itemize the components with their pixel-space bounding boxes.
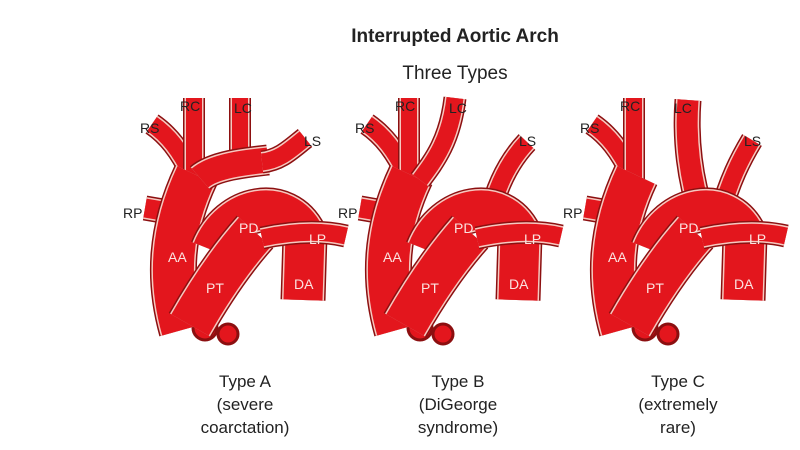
diagram-subtitle: Three Types [402,63,508,84]
pulmonary-trunk [168,215,274,338]
type-b-name: Type B [431,372,485,391]
type-c-desc2: rare) [660,418,696,437]
left-pulmonary-artery [699,220,789,250]
label-rp: RP [563,205,582,221]
left-carotid-artery [410,96,467,187]
label-pd: PD [679,220,698,236]
label-aa: AA [168,249,187,265]
pulmonary-trunk [608,215,714,338]
label-ls: LS [304,133,321,149]
label-da: DA [734,276,754,292]
pulmonary-trunk [383,215,489,338]
aortic-arch [189,144,270,191]
label-lp: LP [749,231,766,247]
type-b-desc2: syndrome) [417,418,499,437]
type-b-desc1: (DiGeorge [418,395,498,414]
label-lp: LP [309,231,326,247]
label-da: DA [509,276,529,292]
heart-type-c: RS RC LC LS RP AA PD LP PT DA [563,98,789,346]
label-rs: RS [140,120,159,136]
label-pt: PT [646,280,664,296]
label-rp: RP [338,205,357,221]
type-c-desc1: (extremely [638,395,718,414]
label-rc: RC [180,98,200,114]
ventricle-lobe [656,322,680,346]
ventricle-lobe [431,322,455,346]
type-a-name: Type A [219,372,271,391]
label-aa: AA [383,249,402,265]
label-aa: AA [608,249,627,265]
label-da: DA [294,276,314,292]
label-pt: PT [421,280,439,296]
diagram-title: Interrupted Aortic Arch [351,26,559,47]
type-a-desc2: coarctation) [200,418,290,437]
heart-type-a: RS RC LC LS RP AA PD LP PT DA [123,98,349,346]
label-lp: LP [524,231,541,247]
label-ls: LS [744,133,761,149]
label-lc: LC [449,100,467,116]
heart-type-b: RS RC LC LS RP AA PD LP PT DA [338,96,564,346]
label-rc: RC [620,98,640,114]
label-pd: PD [454,220,473,236]
label-rc: RC [395,98,415,114]
label-rp: RP [123,205,142,221]
label-rs: RS [355,120,374,136]
label-pd: PD [239,220,258,236]
caption-type-b: Type B (DiGeorge syndrome) [383,370,533,439]
left-subclavian-artery [260,129,313,174]
left-pulmonary-artery [474,220,564,250]
label-lc: LC [674,100,692,116]
caption-type-c: Type C (extremely rare) [603,370,753,439]
label-pt: PT [206,280,224,296]
type-a-desc1: (severe [216,395,274,414]
label-ls: LS [519,133,536,149]
label-rs: RS [580,120,599,136]
caption-type-a: Type A (severe coarctation) [170,370,320,439]
left-pulmonary-artery [259,220,349,250]
type-c-name: Type C [651,372,705,391]
label-lc: LC [234,100,252,116]
ventricle-lobe [216,322,240,346]
